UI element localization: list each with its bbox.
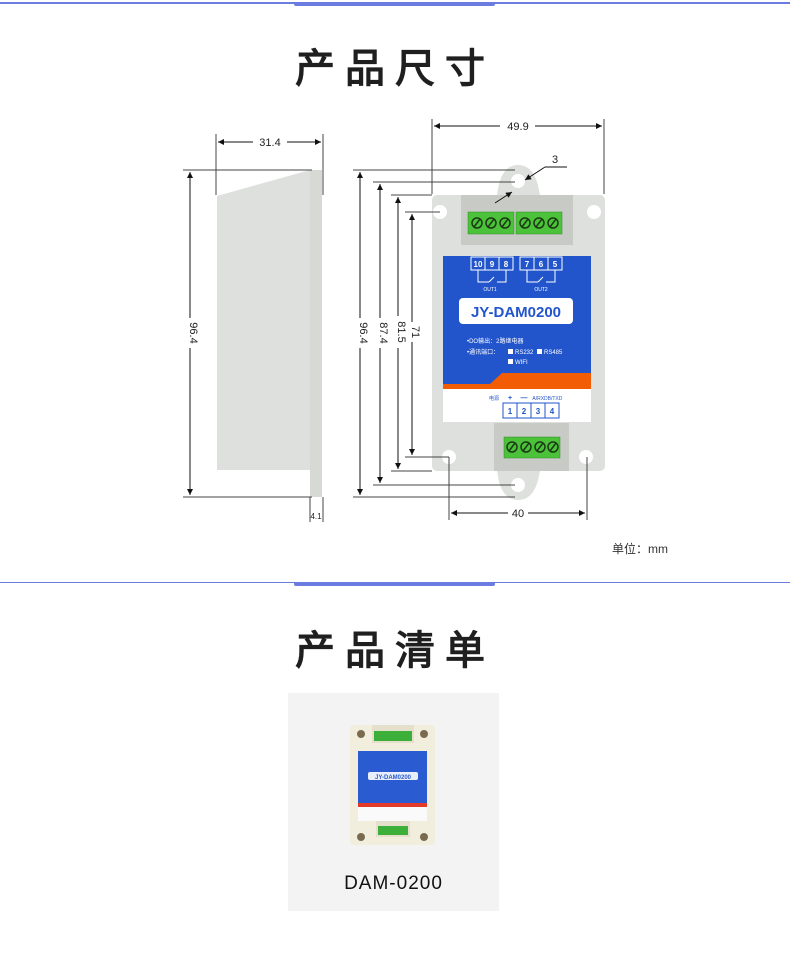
svg-text:•DO输出：2路继电器: •DO输出：2路继电器 (467, 337, 523, 345)
svg-text:电源: 电源 (489, 395, 499, 402)
svg-text:RS232: RS232 (515, 350, 534, 356)
svg-text:WIFI: WIFI (515, 360, 528, 366)
dimension-drawing: 31.4 96.4 4.1 (183, 119, 605, 522)
svg-text:B/TXD: B/TXD (548, 396, 563, 402)
middle-divider-tab (294, 582, 495, 586)
svg-text:OUT1: OUT1 (483, 287, 497, 293)
svg-text:JY-DAM0200: JY-DAM0200 (375, 775, 412, 781)
svg-text:81.5: 81.5 (395, 321, 407, 342)
unit-label: 单位：mm (612, 542, 668, 556)
product-image: JY-DAM0200 (350, 725, 435, 845)
top-divider-tab (294, 2, 495, 6)
svg-text:1: 1 (508, 407, 513, 416)
svg-text:RS485: RS485 (544, 350, 563, 356)
svg-text:9: 9 (490, 260, 495, 269)
svg-text:87.4: 87.4 (377, 322, 389, 343)
tab-thickness-label: 3 (552, 154, 558, 166)
side-height-label: 96.4 (187, 322, 199, 343)
svg-text:8: 8 (504, 260, 509, 269)
side-width-label: 31.4 (259, 137, 280, 149)
svg-text:6: 6 (539, 260, 544, 269)
svg-text:A/RXD: A/RXD (532, 396, 548, 402)
product-name: DAM-0200 (344, 873, 443, 894)
product-card: JY-DAM0200 DAM-0200 (288, 693, 499, 911)
side-view: 31.4 96.4 4.1 (183, 134, 324, 522)
packing-list-title: 产品清单 (295, 628, 495, 674)
svg-text:7: 7 (525, 260, 530, 269)
front-view: 10 9 8 7 6 5 OUT1 OUT2 JY-DAM0200 •DO输出：… (353, 119, 605, 520)
dimensions-title: 产品尺寸 (295, 46, 495, 92)
front-width-label: 49.9 (507, 121, 528, 133)
svg-text:10: 10 (474, 260, 483, 269)
svg-text:2: 2 (522, 407, 527, 416)
svg-text:5: 5 (553, 260, 558, 269)
side-flange-label: 4.1 (310, 512, 322, 521)
svg-text:96.4: 96.4 (357, 322, 369, 343)
svg-text:•通讯端口：: •通讯端口： (467, 348, 499, 356)
svg-text:OUT2: OUT2 (534, 287, 548, 293)
svg-text:—: — (521, 395, 528, 402)
svg-text:+: + (508, 395, 512, 402)
svg-text:71: 71 (409, 326, 421, 338)
svg-text:4: 4 (550, 407, 555, 416)
svg-text:3: 3 (536, 407, 541, 416)
hole-spacing-label: 40 (512, 508, 524, 520)
model-label: JY-DAM0200 (471, 304, 561, 321)
